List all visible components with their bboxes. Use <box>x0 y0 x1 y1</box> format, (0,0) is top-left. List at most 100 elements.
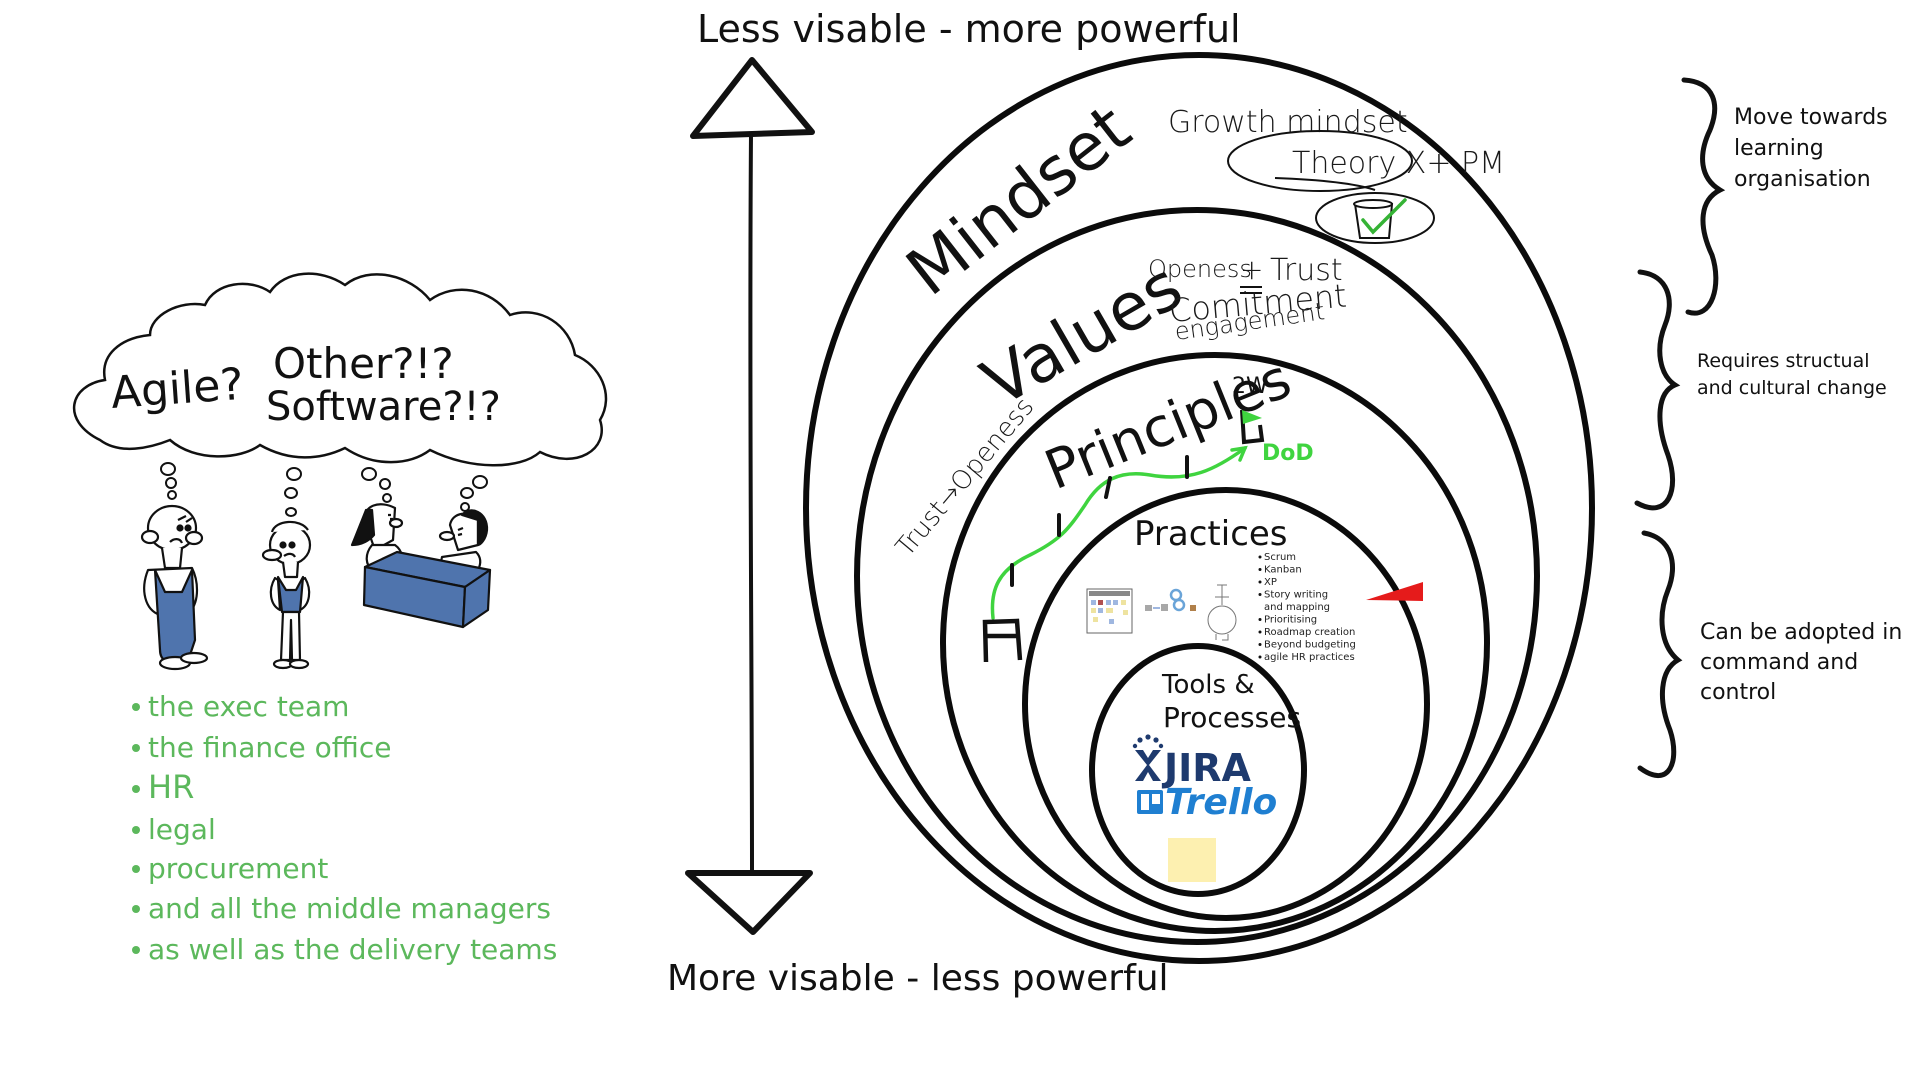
brace-3-text: command and <box>1700 650 1858 675</box>
person-long-hair-icon <box>350 503 404 572</box>
bubble <box>285 507 297 517</box>
practice-item: Roadmap creation <box>1264 627 1355 638</box>
brace-3-text: control <box>1700 680 1776 705</box>
red-wedge-marker <box>1366 582 1423 601</box>
practice-bullet <box>1258 568 1262 571</box>
people-group <box>140 503 492 671</box>
dod-label: DoD <box>1262 441 1314 466</box>
axis-top-label: Less visable - more powerful <box>697 7 1241 51</box>
tools-label-line2: Processes <box>1163 701 1301 734</box>
principles-superscript: 2W <box>1232 374 1268 399</box>
stakeholder-item: the finance office <box>148 731 391 764</box>
practices-label: Practices <box>1134 514 1288 554</box>
brace-1-text: learning <box>1734 136 1824 161</box>
bubble <box>460 502 470 512</box>
practice-item: Scrum <box>1264 552 1296 563</box>
stakeholder-item: and all the middle managers <box>148 892 551 925</box>
practice-bullet <box>1258 580 1262 584</box>
stakeholder-item: legal <box>148 813 216 846</box>
list-bullet <box>132 946 140 954</box>
arrow-down-head-icon <box>685 870 813 935</box>
list-bullet <box>132 865 140 873</box>
ring-practices <box>1022 487 1430 921</box>
strike-line <box>1274 177 1376 191</box>
brace-1-icon <box>1681 77 1726 316</box>
equals-sign <box>1240 286 1262 294</box>
tools-section: Tools & Processes JIRA Trello <box>1132 670 1301 882</box>
trash-bin-icon <box>1353 199 1394 239</box>
brace-2-text: and cultural change <box>1697 377 1887 399</box>
onion-rings <box>803 52 1595 964</box>
bubble <box>286 467 302 481</box>
bubble <box>382 493 392 503</box>
practice-item: Beyond budgeting <box>1264 640 1356 651</box>
stakeholder-item: procurement <box>148 852 328 885</box>
trello-logo-icon <box>1137 790 1163 814</box>
bin-circle <box>1315 192 1435 244</box>
practice-item: Story writing <box>1264 590 1328 601</box>
trust-note: Trust <box>1270 253 1343 288</box>
braces-annotations: Move towards learning organisationRequires… <box>1634 77 1902 778</box>
person-vest-icon <box>261 520 312 670</box>
cloud-software-text: Software?!? <box>266 384 501 430</box>
bubble <box>460 487 474 499</box>
brace-2-icon <box>1634 269 1681 511</box>
kanban-board-icon <box>1086 588 1133 634</box>
practice-bullet <box>1258 555 1262 559</box>
bubble <box>379 478 391 490</box>
bubble <box>361 467 377 481</box>
practice-item: and mapping <box>1264 602 1330 613</box>
axis-shaft <box>748 132 754 875</box>
list-bullet <box>132 905 140 913</box>
openess-note: Openess <box>1148 255 1252 283</box>
theory-x-note: Theory X+ PM <box>1292 146 1505 181</box>
cloud-shape <box>72 272 608 467</box>
practice-bullet <box>1258 593 1262 596</box>
list-bullet <box>132 826 140 834</box>
jira-logo-icon <box>1132 734 1164 781</box>
practice-item: XP <box>1264 577 1277 588</box>
goal-flag-icon <box>1240 409 1265 445</box>
bubble <box>165 477 177 489</box>
thought-bubbles <box>160 462 488 517</box>
practice-item: agile HR practices <box>1264 652 1355 663</box>
practice-item: Kanban <box>1264 565 1302 576</box>
list-bullet <box>132 785 140 793</box>
workflow-icon <box>1145 588 1196 612</box>
practice-bullet <box>1258 630 1262 634</box>
ring-principles <box>940 352 1490 934</box>
brace-1-text: Move towards <box>1734 105 1888 130</box>
desk-box-icon <box>362 550 492 629</box>
brace-2-text: Requires structual <box>1697 350 1870 372</box>
stakeholder-item: HR <box>148 768 194 806</box>
start-chair-icon <box>982 618 1023 663</box>
arrow-up-head-icon <box>690 57 815 139</box>
plus-note: + <box>1240 253 1263 286</box>
sprint-cycle-icon <box>1207 584 1237 641</box>
bubble <box>167 490 177 500</box>
brace-1-text: organisation <box>1734 167 1871 192</box>
tools-label-line1: Tools & <box>1161 670 1255 700</box>
checkmark-icon <box>1361 198 1407 235</box>
cloud-other-text: Other?!? <box>273 339 454 388</box>
path-arrowhead-icon <box>1230 445 1248 462</box>
list-bullet <box>132 744 140 752</box>
axis-bottom-label: More visable - less powerful <box>667 958 1169 999</box>
brace-3-text: Can be adopted in <box>1700 620 1902 645</box>
growth-mindset-note: Growth mindset <box>1168 105 1408 140</box>
bubble <box>284 487 298 499</box>
theory-x-circle <box>1227 130 1413 192</box>
stakeholder-item: the exec team <box>148 690 349 723</box>
bubble <box>472 475 488 489</box>
thought-cloud: Agile? Other?!? Software?!? <box>72 272 608 467</box>
ring-tools <box>1089 643 1307 897</box>
ring-mindset <box>803 52 1595 964</box>
power-visibility-axis: Less visable - more powerful More visabl… <box>667 7 1241 999</box>
brace-3-icon <box>1637 530 1683 778</box>
person-overalls-icon <box>140 504 209 671</box>
cloud-agile-text: Agile? <box>109 359 245 419</box>
